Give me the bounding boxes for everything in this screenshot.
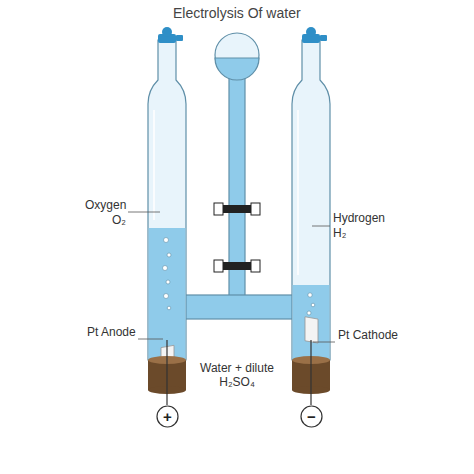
electrode-label: Pt Cathode (338, 328, 398, 342)
terminal-sign: − (300, 408, 323, 425)
gas-label: Oxygen (85, 198, 126, 212)
formula-label: H₂ (333, 226, 346, 240)
terminal-circle: − (300, 405, 323, 428)
formula-label: O₂ (112, 213, 126, 227)
gas-label: Hydrogen (333, 211, 385, 225)
electrode-label: Pt Anode (87, 325, 136, 339)
electrolyte-label: Water + dilute H₂SO₄ (189, 361, 285, 389)
diagram-title: Electrolysis Of water (173, 6, 301, 20)
terminal-circle: + (156, 405, 179, 428)
terminal-sign: + (156, 408, 179, 425)
